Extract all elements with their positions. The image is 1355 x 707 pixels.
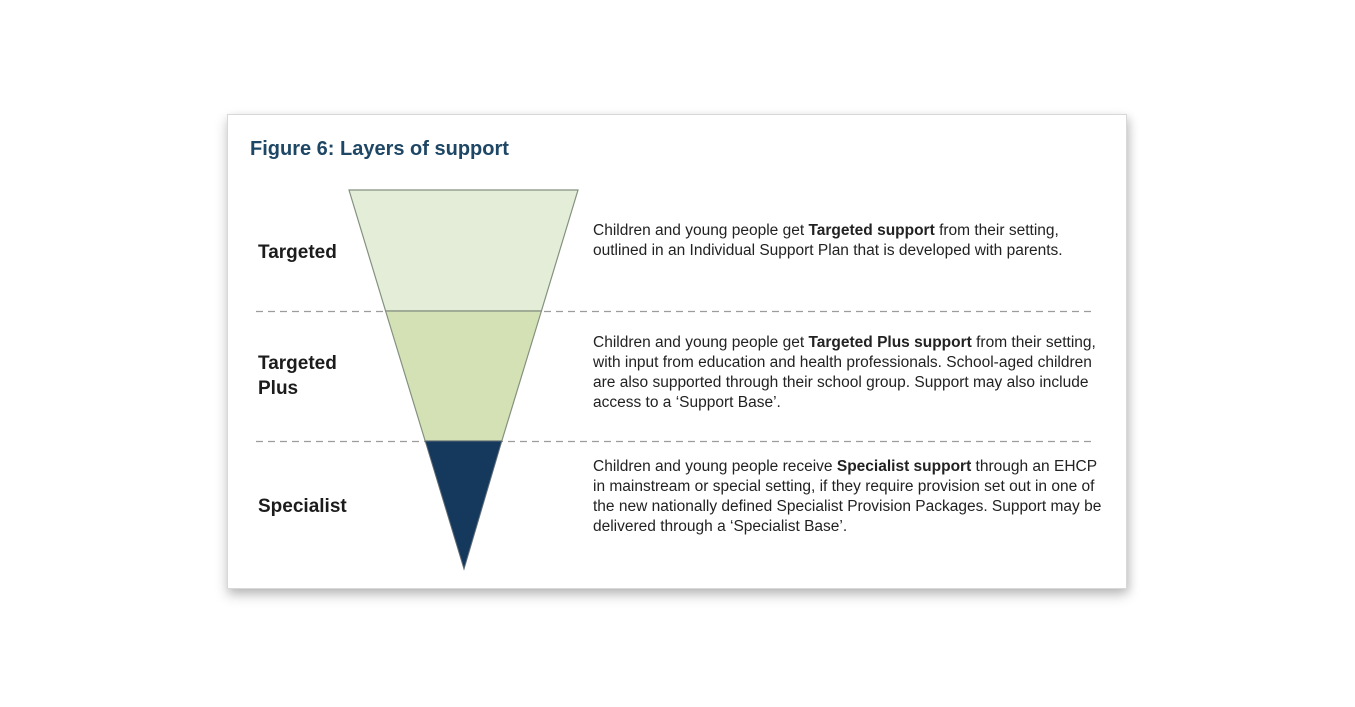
description-bold-phrase: Targeted support <box>808 222 935 239</box>
description-bold-phrase: Targeted Plus support <box>808 334 972 351</box>
funnel-segment-targeted-plus <box>384 310 543 442</box>
layer-description-targeted: Children and young people get Targeted s… <box>593 221 1105 261</box>
funnel-segment-specialist <box>424 440 503 571</box>
description-text: Children and young people get <box>593 222 809 239</box>
funnel-segment-targeted <box>348 189 579 312</box>
description-text: through an EHCP in mainstream or special… <box>593 458 1102 535</box>
layer-description-targeted-plus: Children and young people get Targeted P… <box>593 333 1105 413</box>
layer-description-specialist: Children and young people receive Specia… <box>593 457 1105 537</box>
figure-title: Figure 6: Layers of support <box>250 138 509 160</box>
layer-label-targeted: Targeted <box>258 242 337 263</box>
description-text: Children and young people receive <box>593 458 837 475</box>
description-text: Children and young people get <box>593 334 809 351</box>
figure-card: Figure 6: Layers of support Targeted Tar… <box>227 114 1127 589</box>
description-text: from their setting, with input from educ… <box>593 334 1096 411</box>
layer-label-specialist: Specialist <box>258 496 347 517</box>
description-text: from their setting, outlined in an Indiv… <box>593 222 1063 259</box>
layers-funnel-diagram <box>256 189 1091 571</box>
description-bold-phrase: Specialist support <box>836 458 972 475</box>
layer-label-targeted-plus: Targeted Plus <box>258 353 337 399</box>
